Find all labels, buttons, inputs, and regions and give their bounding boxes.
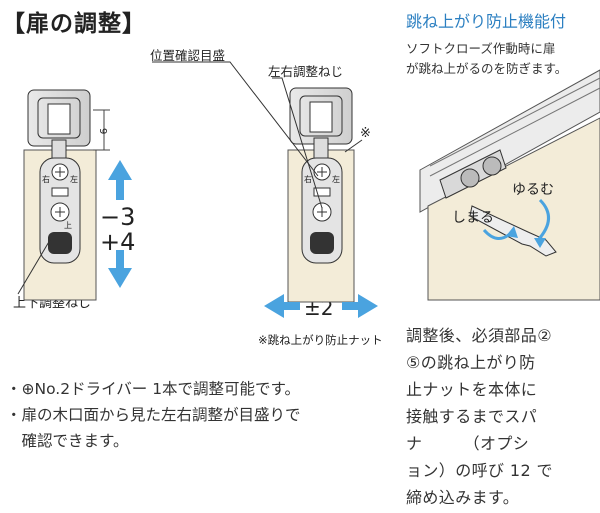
- right-section-title: 跳ね上がり防止機能付: [406, 12, 567, 31]
- note-line-2: ・扉の木口面から見た左右調整が目盛りで: [6, 406, 301, 424]
- left-hinge-diagram: 9 右 左 上: [17, 89, 132, 301]
- right-install-diagram: ゆるむ しまる: [419, 69, 600, 301]
- position-scale-label: 位置確認目盛: [150, 48, 226, 63]
- left-mark-left: 左: [70, 174, 78, 184]
- vertical-minus-value: −3: [100, 203, 136, 231]
- door-edge: [427, 117, 600, 301]
- left-mark-right: 右: [42, 174, 50, 184]
- note-line-1: ・⊕No.2ドライバー 1本で調整可能です。: [6, 380, 301, 398]
- middle-mark-left: 左: [332, 174, 340, 184]
- instruction-line-1: 調整後、必須部品②: [406, 326, 552, 345]
- lr-left-arrow: [264, 294, 300, 318]
- lr-right-arrow: [342, 294, 378, 318]
- note-line-3: 確認できます。: [6, 432, 129, 450]
- instruction-line-7: 締め込みます。: [406, 488, 520, 507]
- asterisk-mark: ※: [360, 126, 371, 141]
- section-title: 【扉の調整】: [2, 11, 146, 37]
- tighten-label: しまる: [452, 210, 494, 226]
- middle-hinge-diagram: 右 左: [152, 61, 378, 318]
- instruction-line-6: ョン）の呼び 12 で: [406, 461, 553, 480]
- right-desc-line-2: が跳ね上がるのを防ぎます。: [406, 61, 568, 76]
- right-desc-line-1: ソフトクローズ作動時に扉: [406, 41, 556, 56]
- vertical-up-arrow: [108, 160, 132, 200]
- left-dimension-9: 9: [97, 128, 108, 134]
- instruction-line-2: ⑤の跳ね上がり防: [406, 353, 536, 372]
- instruction-line-4: 接触するまでスパ: [406, 407, 538, 426]
- loosen-arrow: [536, 198, 550, 242]
- anti-lift-nut-footnote: ※跳ね上がり防止ナット: [258, 333, 383, 347]
- vertical-down-arrow: [108, 250, 132, 288]
- instruction-line-3: 止ナットを本体に: [406, 380, 538, 399]
- left-mark-up: 上: [64, 221, 72, 230]
- middle-mark-right: 右: [304, 174, 312, 184]
- lr-screw-label: 左右調整ねじ: [268, 64, 344, 79]
- instruction-line-5: ナ （オプシ: [406, 434, 530, 453]
- loosen-label: ゆるむ: [512, 182, 554, 198]
